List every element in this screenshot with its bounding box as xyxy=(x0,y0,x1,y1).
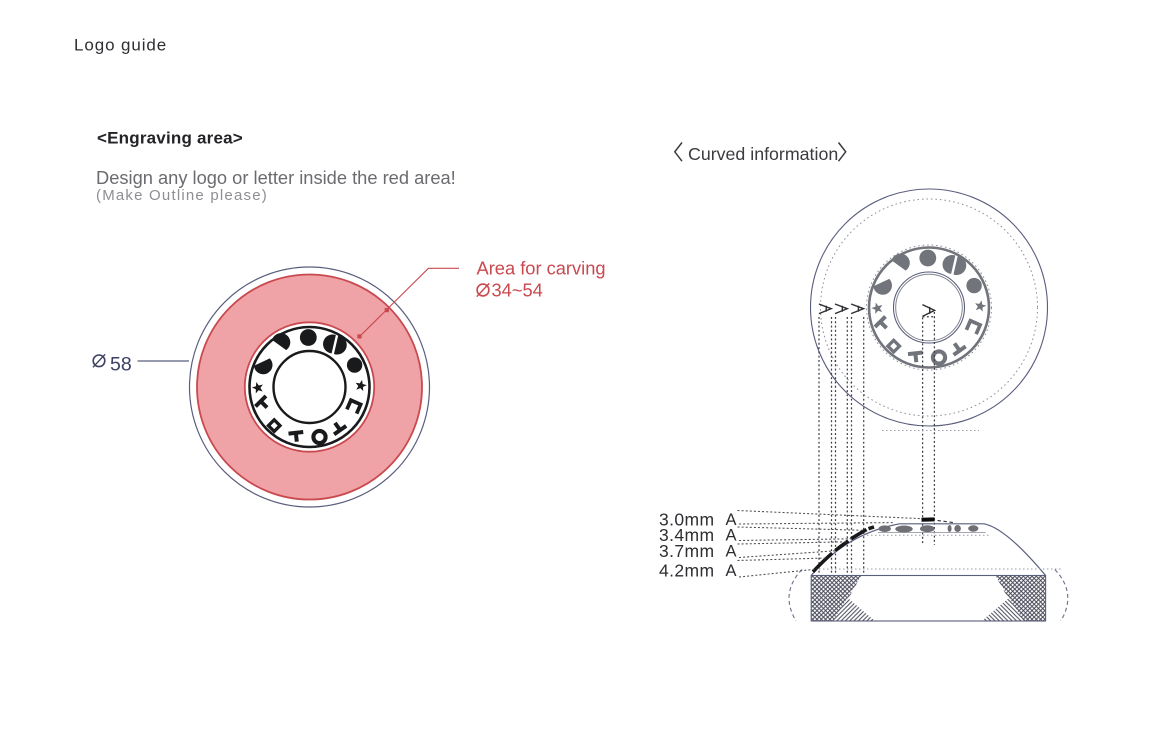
svg-text:58: 58 xyxy=(110,353,132,375)
svg-text:3.0mm: 3.0mm xyxy=(659,510,714,530)
svg-text:34~54: 34~54 xyxy=(492,280,543,301)
svg-text:A: A xyxy=(726,527,737,545)
svg-text:Design any logo or letter insi: Design any logo or letter inside the red… xyxy=(96,167,456,188)
svg-text:Logo guide: Logo guide xyxy=(74,36,167,55)
svg-text:Curved information: Curved information xyxy=(688,144,838,164)
svg-text:<Engraving area>: <Engraving area> xyxy=(97,129,243,148)
svg-text:A: A xyxy=(726,543,737,561)
svg-text:A: A xyxy=(726,511,737,529)
svg-text:3.4mm: 3.4mm xyxy=(659,525,714,545)
svg-text:3.7mm: 3.7mm xyxy=(659,541,714,561)
svg-text:A: A xyxy=(726,562,737,580)
svg-text:Area for carving: Area for carving xyxy=(477,258,606,279)
svg-text:(Make Outline please): (Make Outline please) xyxy=(96,187,268,204)
svg-text:4.2mm: 4.2mm xyxy=(659,561,714,581)
